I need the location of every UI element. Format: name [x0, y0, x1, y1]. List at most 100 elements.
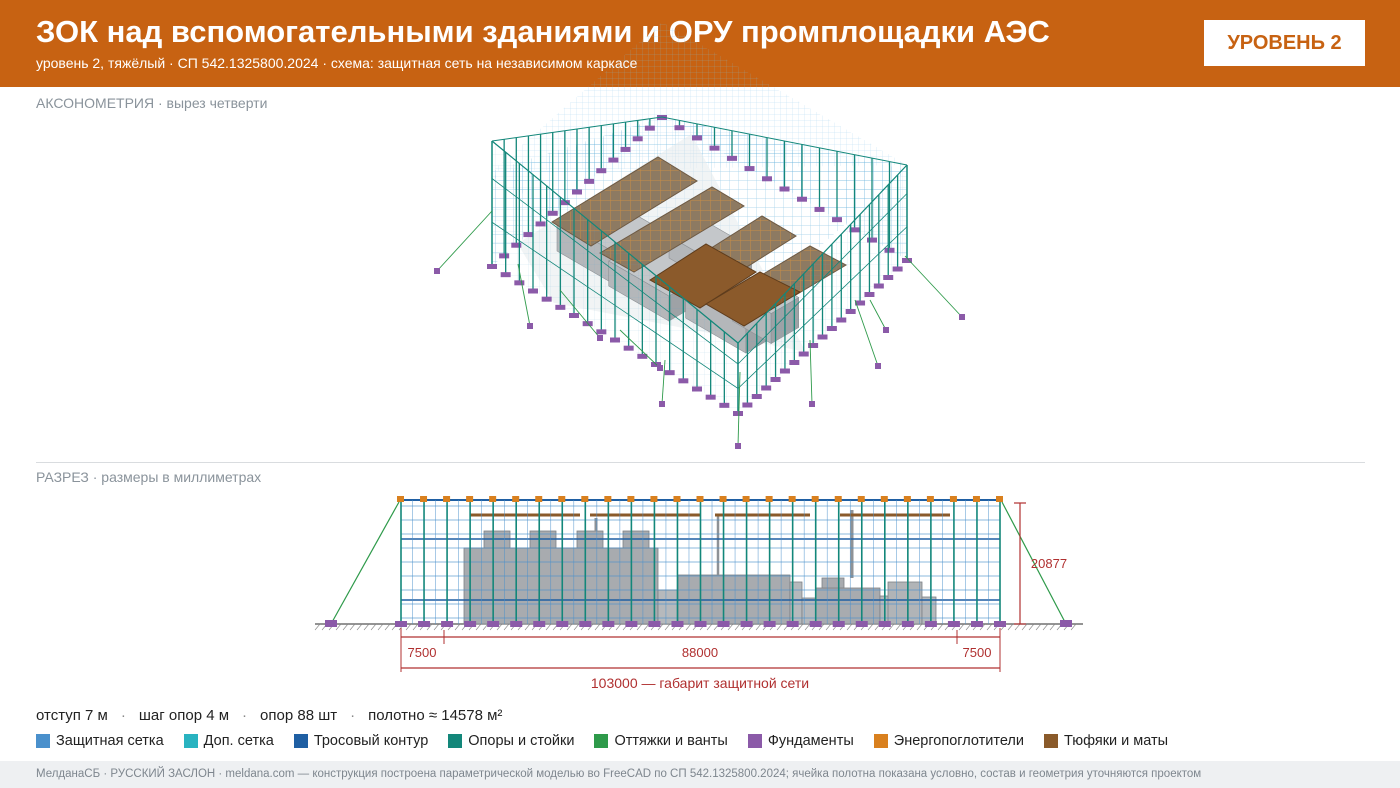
legend-label: Доп. сетка	[203, 733, 274, 749]
axon-foundation	[855, 300, 866, 306]
axon-foundation	[623, 345, 634, 351]
section-foundation	[855, 621, 868, 627]
axon-foundation	[751, 394, 762, 399]
section-absorber	[443, 496, 451, 502]
legend: Защитная сетка Доп. сетка Тросовый конту…	[36, 732, 1188, 750]
axon-foundation	[814, 206, 825, 212]
axon-anchor	[657, 365, 663, 371]
axon-anchor	[875, 363, 881, 369]
section-absorber	[512, 496, 520, 502]
section-absorber	[535, 496, 543, 502]
section-foundation	[717, 621, 730, 627]
section-absorber	[880, 496, 888, 502]
section-foundation	[924, 621, 937, 627]
section-absorber	[742, 496, 750, 502]
legend-label: Фундаменты	[767, 733, 854, 749]
section-foundation	[625, 621, 638, 627]
axon-foundation	[817, 334, 828, 340]
section-absorber	[696, 496, 704, 502]
axon-foundation	[541, 296, 552, 302]
axon-foundation	[632, 136, 643, 142]
axon-foundation	[789, 360, 800, 365]
section-absorber	[972, 496, 980, 502]
section-absorber	[996, 496, 1003, 502]
axon-foundation	[692, 386, 702, 392]
stats-row: отступ 7 м · шаг опор 4 м · опор 88 шт ·…	[36, 707, 502, 724]
axon-guy	[619, 329, 661, 369]
page-subtitle: уровень 2, тяжёлый · СП 542.1325800.2024…	[36, 55, 638, 71]
axon-foundation	[826, 326, 837, 331]
axon-foundation	[692, 135, 702, 141]
axon-foundation	[674, 125, 685, 131]
page-title: ЗОК над вспомогательными зданиями и ОРУ …	[36, 14, 1050, 49]
section-foundation	[579, 621, 592, 627]
axon-foundation	[742, 402, 753, 408]
section-absorber	[834, 496, 842, 502]
axon-foundation	[610, 337, 620, 343]
section-foundation	[809, 621, 822, 627]
legend-item-guys: Оттяжки и ванты	[594, 733, 728, 749]
stat-area: полотно ≈ 14578 м²	[368, 707, 503, 724]
legend-item-supports: Опоры и стойки	[448, 733, 574, 749]
section-absorber	[466, 496, 474, 502]
axon-foundation	[779, 368, 790, 374]
axon-foundation	[535, 221, 546, 227]
section-absorber	[581, 496, 589, 502]
axon-foundation	[487, 264, 497, 269]
legend-item-mesh: Защитная сетка	[36, 733, 164, 749]
legend-swatch	[293, 734, 308, 748]
section-label: РАЗРЕЗ · размеры в миллиметрах	[36, 469, 262, 485]
axon-foundation	[572, 189, 582, 195]
dim-left: 7500	[408, 645, 437, 660]
axon-guy-wires	[434, 210, 965, 449]
dim-total: 103000 — габарит защитной сети	[591, 675, 809, 691]
legend-item-foundations: Фундаменты	[747, 733, 854, 749]
axon-guy	[517, 263, 531, 327]
axon-foundation	[808, 343, 819, 348]
section-absorber	[949, 496, 957, 502]
axon-foundation	[596, 168, 607, 174]
legend-swatch	[594, 734, 609, 748]
axon-foundation	[620, 146, 631, 152]
section-absorber	[903, 496, 911, 502]
axon-anchor	[527, 323, 533, 329]
axon-foundation	[762, 176, 772, 182]
section-anchor-right	[1060, 620, 1072, 627]
section-drawing	[314, 496, 1083, 631]
axon-foundation	[547, 210, 558, 216]
footer-text: МелданаСБ · РУССКИЙ ЗАСЛОН · meldana.com…	[36, 768, 1202, 780]
section-foundation	[441, 621, 454, 627]
section-foundation	[786, 621, 799, 627]
section-foundation	[418, 621, 431, 627]
axon-anchor	[809, 401, 815, 407]
legend-item-cable: Тросовый контур	[293, 733, 429, 749]
axon-foundation	[528, 288, 538, 294]
section-absorber	[420, 496, 428, 502]
axon-foundation	[608, 157, 619, 163]
axon-foundation	[883, 275, 894, 280]
section-anchor-left	[325, 620, 337, 627]
section-absorber	[857, 496, 865, 502]
section-guy-left	[330, 501, 400, 625]
section-foundation	[395, 621, 407, 627]
stat-step: шаг опор 4 м	[138, 707, 230, 724]
axon-guy	[869, 299, 887, 331]
axon-foundation	[559, 200, 570, 206]
axon-foundation	[864, 292, 875, 297]
stat-separator: ·	[120, 707, 126, 724]
section-foundation	[510, 621, 523, 627]
dim-middle: 88000	[682, 645, 718, 660]
axon-foundation	[873, 283, 884, 289]
axonometry-label: АКСОНОМЕТРИЯ · вырез четверти	[36, 95, 268, 111]
axon-foundation	[500, 272, 511, 278]
axon-guy	[436, 210, 493, 272]
legend-label: Тросовый контур	[313, 733, 429, 749]
section-foundation	[464, 621, 477, 627]
axon-anchor	[659, 401, 665, 407]
section-absorber	[650, 496, 658, 502]
section-foundation	[602, 621, 615, 627]
legend-swatch	[747, 734, 762, 748]
section-posts	[395, 496, 1006, 627]
stat-supports: опор 88 шт	[260, 707, 338, 724]
section-absorber	[397, 496, 404, 502]
